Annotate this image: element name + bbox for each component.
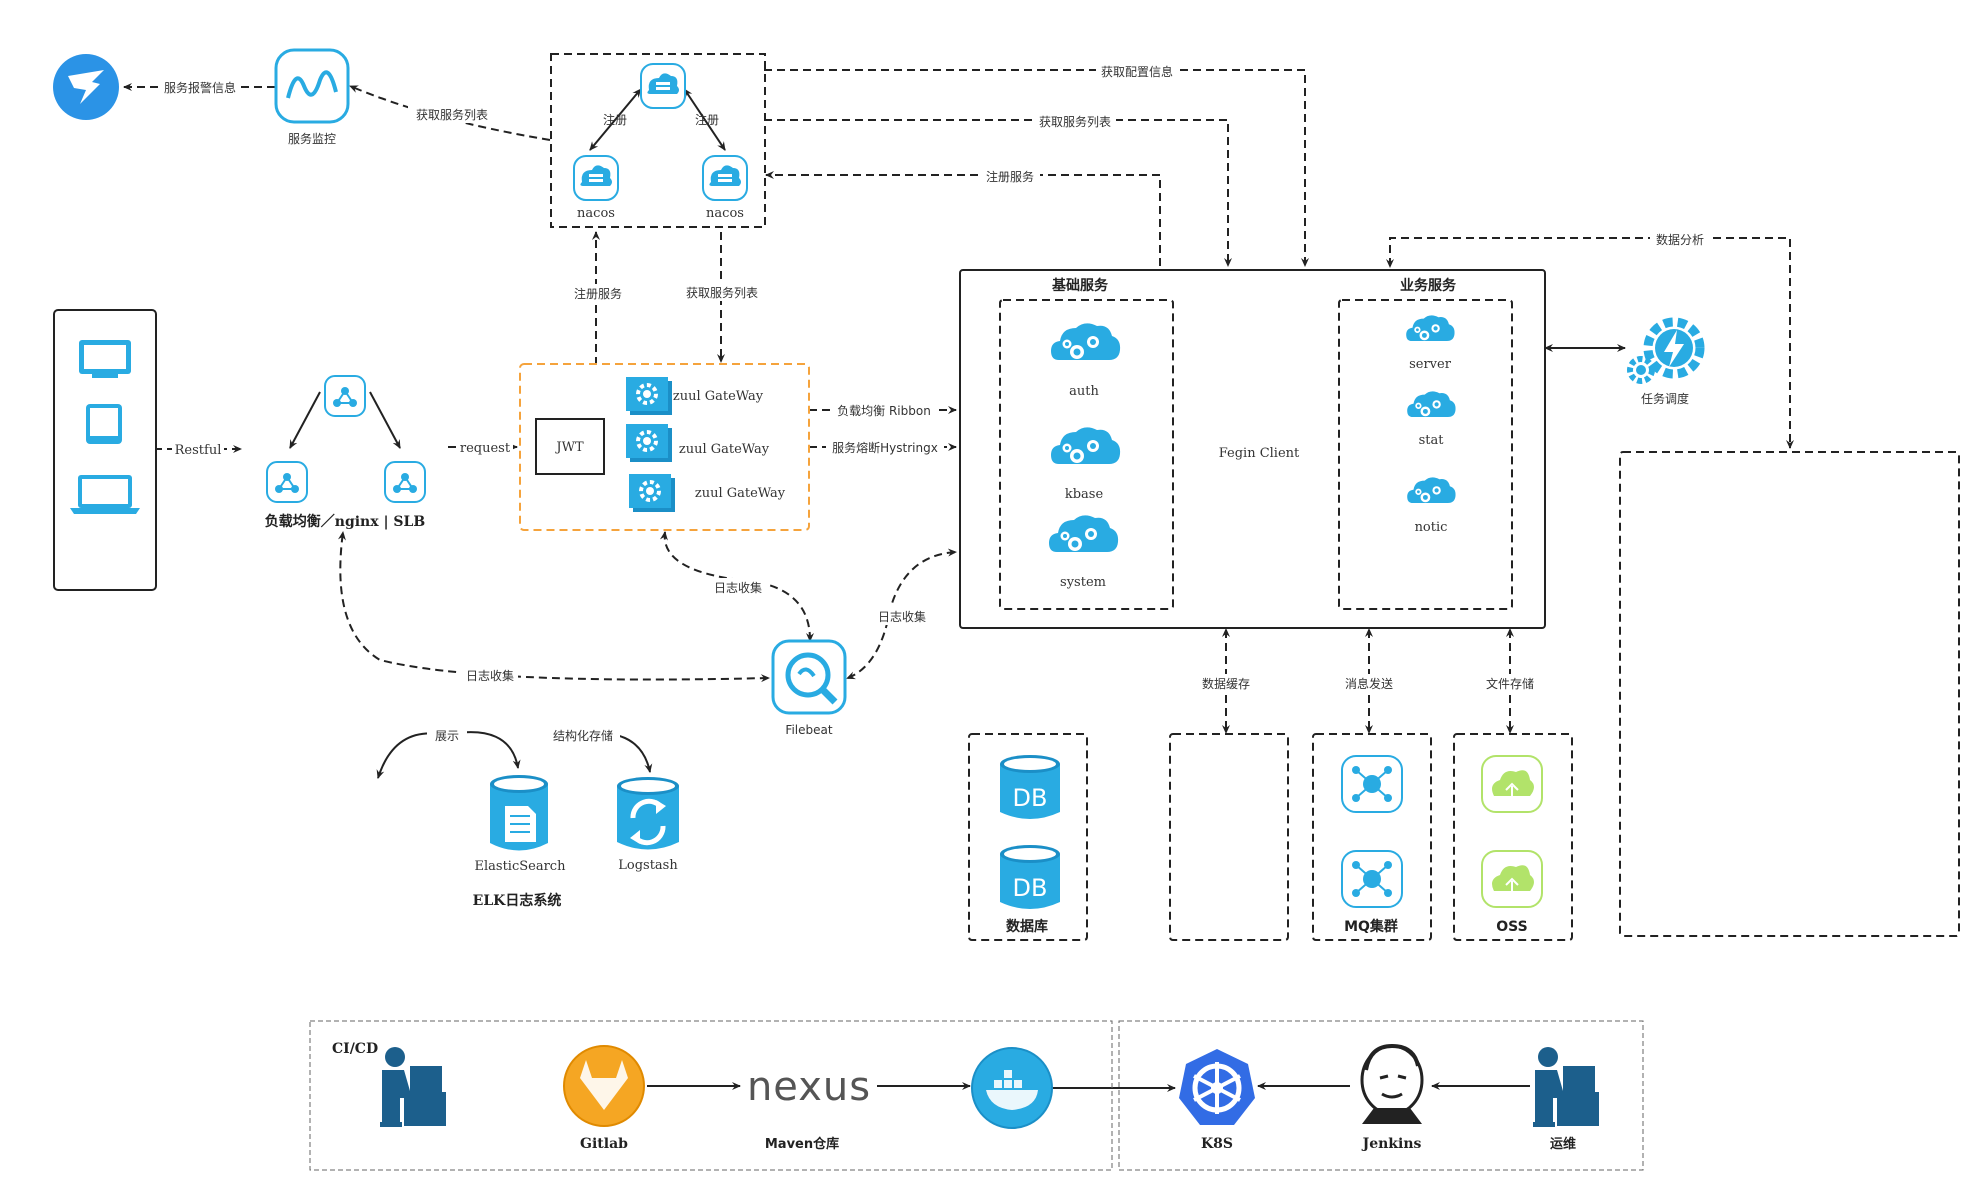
jenkins-icon bbox=[1360, 1043, 1424, 1124]
analysis-box bbox=[1619, 451, 1960, 937]
gateway-1-icon bbox=[624, 375, 674, 417]
elk-show-label: 展示 bbox=[435, 729, 459, 743]
oss-label: OSS bbox=[1496, 919, 1527, 935]
logstash-icon bbox=[617, 777, 679, 850]
jwt-box bbox=[535, 418, 605, 475]
elasticsearch-icon bbox=[490, 775, 548, 851]
nacos-center-icon bbox=[640, 63, 686, 109]
get-config-label: 获取配置信息 bbox=[1101, 64, 1173, 79]
get-services-right-label: 获取服务列表 bbox=[1039, 114, 1111, 129]
k8s-icon bbox=[1179, 1049, 1255, 1125]
maven-label: Maven仓库 bbox=[765, 1136, 839, 1152]
gateway-1-label: zuul GateWay bbox=[673, 389, 764, 404]
elasticsearch-label: ElasticSearch bbox=[475, 859, 567, 874]
nacos-left-icon bbox=[573, 155, 619, 201]
restful-label: Restful bbox=[175, 443, 222, 458]
mq-box bbox=[1312, 733, 1432, 941]
gitlab-label: Gitlab bbox=[580, 1136, 628, 1152]
oss-icon-2 bbox=[1481, 850, 1543, 908]
register-left-label: 注册 bbox=[603, 112, 627, 127]
scheduler-icon bbox=[1627, 317, 1705, 384]
get-service-list-label: 获取服务列表 bbox=[686, 285, 758, 300]
request-label: request bbox=[460, 441, 511, 456]
log-collect-3-label: 日志收集 bbox=[878, 609, 926, 624]
mq-icon-2 bbox=[1341, 850, 1403, 908]
elk-structured-label: 结构化存储 bbox=[553, 728, 613, 743]
biz-services-title: 业务服务 bbox=[1400, 277, 1457, 294]
monitor-label: 服务监控 bbox=[288, 131, 336, 146]
gateway-2-icon bbox=[624, 422, 674, 464]
nexus-logo: nexus bbox=[747, 1064, 871, 1110]
ops-label: 运维 bbox=[1550, 1136, 1576, 1152]
oss-box bbox=[1453, 733, 1573, 941]
server-label: server bbox=[1409, 357, 1452, 372]
kbase-label: kbase bbox=[1065, 487, 1104, 502]
laptop-icon bbox=[70, 475, 140, 514]
desktop-icon bbox=[79, 340, 131, 378]
database-box bbox=[968, 733, 1088, 941]
db-icon-1 bbox=[1000, 755, 1060, 819]
file-storage-label: 文件存储 bbox=[1486, 676, 1534, 691]
logstash-label: Logstash bbox=[618, 858, 678, 873]
cicd-title: CI/CD bbox=[332, 1041, 378, 1057]
register-right-label: 注册 bbox=[695, 112, 719, 127]
data-analysis-label: 数据分析 bbox=[1656, 232, 1704, 247]
lb-label: 负载均衡／nginx | SLB bbox=[265, 513, 426, 530]
database-label: 数据库 bbox=[1006, 918, 1048, 935]
stat-label: stat bbox=[1419, 433, 1445, 448]
docker-icon bbox=[971, 1047, 1053, 1129]
scheduler-label: 任务调度 bbox=[1641, 391, 1689, 406]
developer-icon bbox=[380, 1047, 446, 1127]
log-collect-2-label: 日志收集 bbox=[714, 580, 762, 595]
jenkins-label: Jenkins bbox=[1361, 1136, 1422, 1152]
cache-label: 数据缓存 bbox=[1202, 676, 1250, 691]
gitlab-icon bbox=[563, 1045, 645, 1127]
filebeat-icon bbox=[771, 639, 847, 715]
gateway-2-label: zuul GateWay bbox=[679, 442, 770, 457]
mq-icon-1 bbox=[1341, 755, 1403, 813]
tablet-icon bbox=[86, 404, 122, 444]
nacos-left-label: nacos bbox=[577, 206, 615, 221]
nacos-right-icon bbox=[702, 155, 748, 201]
hystrix-label: 服务熔断Hystringx bbox=[832, 440, 938, 455]
db-icon-1-label: DB bbox=[1013, 784, 1048, 812]
gateway-3-icon bbox=[627, 472, 677, 514]
mq-label: MQ集群 bbox=[1344, 918, 1398, 935]
cicd-box-left bbox=[309, 1020, 1113, 1171]
gateway-3-label: zuul GateWay bbox=[695, 486, 786, 501]
ops-icon bbox=[1533, 1047, 1599, 1127]
dingtalk-icon bbox=[53, 54, 119, 120]
ribbon-label: 负载均衡 Ribbon bbox=[837, 404, 931, 418]
lb-right-icon bbox=[384, 461, 426, 503]
base-services-box bbox=[999, 299, 1174, 610]
nacos-cluster bbox=[550, 53, 766, 228]
auth-label: auth bbox=[1069, 384, 1099, 399]
get-services-label: 获取服务列表 bbox=[416, 107, 488, 122]
elk-title: ELK日志系统 bbox=[473, 892, 562, 909]
db-icon-2-label: DB bbox=[1013, 874, 1048, 902]
alert-label: 服务报警信息 bbox=[164, 80, 236, 95]
lb-left-icon bbox=[266, 461, 308, 503]
notic-label: notic bbox=[1415, 520, 1448, 535]
k8s-label: K8S bbox=[1201, 1136, 1233, 1152]
db-icon-2 bbox=[1000, 845, 1060, 909]
biz-services-box bbox=[1338, 299, 1513, 610]
cache-box bbox=[1169, 733, 1289, 941]
register-service-label: 注册服务 bbox=[574, 286, 622, 301]
filebeat-label: Filebeat bbox=[785, 723, 832, 737]
nacos-right-label: nacos bbox=[706, 206, 744, 221]
jwt-label: JWT bbox=[554, 440, 584, 455]
lb-top-icon bbox=[324, 375, 366, 417]
fegin-client-label: Fegin Client bbox=[1219, 446, 1300, 461]
oss-icon-1 bbox=[1481, 755, 1543, 813]
message-label: 消息发送 bbox=[1345, 676, 1393, 691]
log-collect-1-label: 日志收集 bbox=[466, 668, 514, 683]
client-box bbox=[53, 309, 157, 591]
monitor-icon bbox=[274, 48, 350, 124]
base-services-title: 基础服务 bbox=[1052, 277, 1109, 294]
register-service-right-label: 注册服务 bbox=[986, 169, 1034, 184]
system-label: system bbox=[1060, 575, 1106, 590]
